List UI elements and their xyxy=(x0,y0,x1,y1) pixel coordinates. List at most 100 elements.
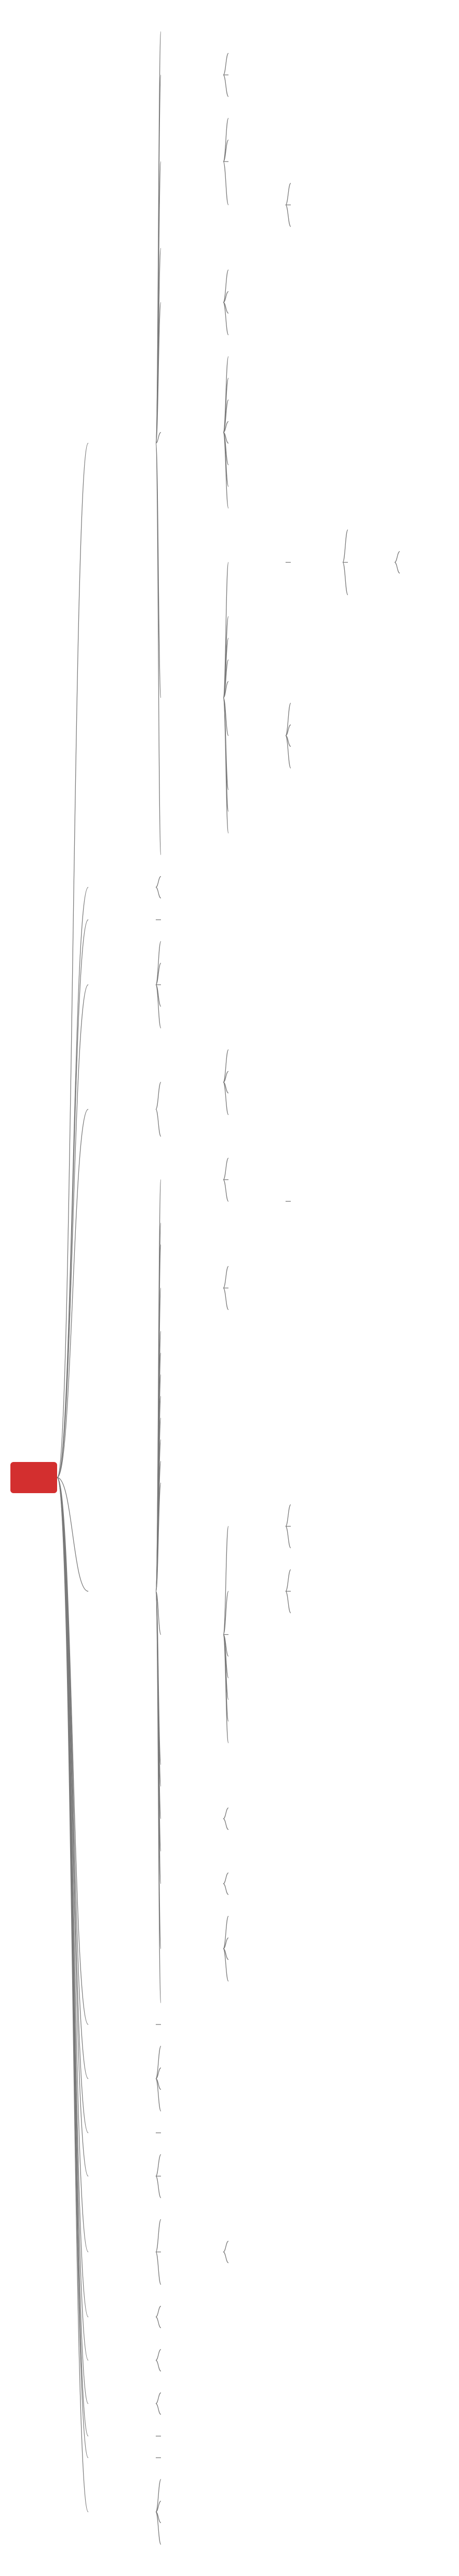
connector-line xyxy=(223,291,229,303)
connector-line xyxy=(155,442,161,855)
mind-map-node xyxy=(228,1169,286,1190)
connector-line xyxy=(223,1818,229,1830)
mind-map-node xyxy=(291,1537,343,1559)
mind-map-node xyxy=(161,2339,223,2360)
node-box xyxy=(228,498,286,519)
node-box xyxy=(161,1364,223,1385)
connector-line xyxy=(223,1591,229,1635)
mind-map-node xyxy=(228,1797,286,1818)
mind-map-node xyxy=(161,1364,223,1385)
node-box xyxy=(161,2035,223,2057)
mind-map-node xyxy=(88,877,156,898)
connector-line xyxy=(285,183,291,206)
node-box xyxy=(161,1472,223,1494)
node-box xyxy=(228,303,286,324)
node-box xyxy=(161,1776,223,1797)
mind-map-node xyxy=(228,1667,286,1688)
mind-map-node xyxy=(228,368,286,389)
mind-map-node xyxy=(161,2079,223,2100)
mind-map-node xyxy=(161,2122,223,2143)
node-box xyxy=(228,1884,286,1905)
mind-map-node xyxy=(228,433,286,454)
mind-map-node xyxy=(161,21,223,42)
node-box xyxy=(161,1429,223,1450)
mind-map-node xyxy=(161,1992,223,2014)
connector-line xyxy=(57,1477,89,2361)
connector-line xyxy=(285,724,291,736)
node-box xyxy=(161,2447,223,2468)
mind-map-node xyxy=(88,1099,156,1120)
node-box xyxy=(161,64,223,86)
mind-map-node xyxy=(161,1754,223,1775)
connector-line xyxy=(223,270,229,303)
connector-line xyxy=(155,2349,161,2361)
connector-line xyxy=(223,1158,229,1180)
node-box xyxy=(291,194,343,216)
node-box xyxy=(228,454,286,475)
mind-map-node xyxy=(161,1451,223,1472)
mind-map-node xyxy=(161,2035,223,2057)
node-box xyxy=(291,1191,343,1212)
node-box xyxy=(88,1099,156,1120)
node-box xyxy=(348,552,395,573)
mind-map-node xyxy=(161,238,223,259)
node-box xyxy=(228,1061,286,1082)
mind-map-node xyxy=(291,736,343,757)
root-box xyxy=(10,1461,57,1493)
node-box xyxy=(228,1906,286,1927)
node-box xyxy=(228,1039,286,1061)
connector-line xyxy=(155,302,161,444)
mind-map-node xyxy=(228,86,286,107)
mind-map-node xyxy=(88,974,156,995)
node-box xyxy=(88,2166,156,2186)
connector-line xyxy=(223,1082,229,1115)
node-box xyxy=(161,1624,223,1645)
mind-map-node xyxy=(291,1191,343,1212)
node-box xyxy=(88,909,156,930)
mind-map-node xyxy=(88,2425,156,2447)
node-box xyxy=(291,552,343,573)
connector-line xyxy=(155,1591,161,2004)
mind-map-node xyxy=(228,454,286,475)
node-box xyxy=(228,324,286,345)
mind-map-node xyxy=(228,801,286,822)
node-box xyxy=(161,1992,223,2014)
node-box xyxy=(161,1126,223,1147)
node-box xyxy=(161,1321,223,1342)
mind-map-node xyxy=(228,411,286,432)
mind-map-node xyxy=(291,1559,343,1580)
connector-line xyxy=(155,2078,161,2112)
node-box xyxy=(161,1841,223,1862)
node-box xyxy=(88,2306,156,2328)
node-box xyxy=(228,433,286,454)
mind-map-node xyxy=(228,1884,286,1905)
connector-line xyxy=(223,1872,229,1884)
mind-map-node xyxy=(161,2274,223,2295)
node-box xyxy=(161,2079,223,2100)
node-box xyxy=(88,2068,156,2089)
node-box xyxy=(161,2512,223,2533)
node-box xyxy=(161,974,223,995)
node-box xyxy=(161,1234,223,1255)
node-box xyxy=(161,1407,223,1429)
node-box xyxy=(291,758,343,779)
node-box xyxy=(228,1862,286,1884)
node-box xyxy=(228,411,286,432)
node-box xyxy=(228,606,286,627)
connector-line xyxy=(57,984,89,1478)
mind-map-node xyxy=(291,194,343,216)
node-box xyxy=(228,1169,286,1190)
mind-map-node xyxy=(88,433,156,454)
mind-map-node xyxy=(291,1494,343,1515)
mind-map-node xyxy=(228,725,286,746)
connector-line xyxy=(223,2240,229,2252)
mind-map-node xyxy=(161,2425,223,2447)
connector-line xyxy=(155,962,161,985)
mind-map-node xyxy=(228,1082,286,1104)
node-box xyxy=(291,714,343,735)
node-box xyxy=(291,1537,343,1559)
mind-map-node xyxy=(161,2242,223,2262)
mind-map-node xyxy=(228,1819,286,1840)
connector-line xyxy=(285,1526,291,1549)
